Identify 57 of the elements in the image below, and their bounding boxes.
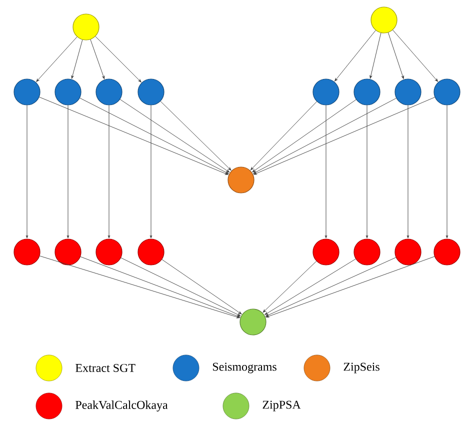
arrow bbox=[26, 105, 28, 238]
arrow bbox=[262, 260, 317, 313]
task-circle bbox=[138, 238, 164, 266]
task-circle bbox=[14, 238, 40, 266]
arrow bbox=[66, 105, 70, 238]
arrow bbox=[95, 36, 142, 82]
arrow bbox=[366, 105, 368, 238]
task-circle bbox=[394, 238, 422, 266]
arrow bbox=[108, 105, 110, 238]
task-circle bbox=[54, 78, 82, 106]
task-circle bbox=[312, 238, 340, 266]
task-circle bbox=[312, 78, 340, 106]
legend-label: Seismograms bbox=[213, 362, 276, 374]
arrow bbox=[392, 30, 438, 82]
arrow bbox=[324, 105, 328, 238]
arrow bbox=[370, 32, 382, 79]
task-circle bbox=[394, 78, 422, 106]
arrow bbox=[406, 105, 410, 238]
arrow bbox=[162, 259, 242, 314]
task-circle bbox=[434, 238, 460, 266]
arrow bbox=[120, 258, 241, 316]
arrow bbox=[39, 96, 228, 175]
arrow bbox=[150, 105, 152, 238]
arrow bbox=[252, 99, 356, 172]
arrow bbox=[253, 98, 396, 174]
arrow bbox=[250, 101, 318, 170]
arrow bbox=[90, 39, 105, 80]
task-circle bbox=[240, 308, 266, 336]
task-circle bbox=[228, 166, 254, 194]
task-circle bbox=[354, 78, 380, 106]
legend-label: PeakValCalcOkaya bbox=[76, 400, 168, 412]
task-circle bbox=[14, 78, 40, 106]
task-circle bbox=[96, 78, 122, 106]
arrow bbox=[39, 256, 240, 318]
arrow bbox=[160, 101, 232, 170]
arrow bbox=[266, 257, 396, 316]
task-circle bbox=[138, 78, 164, 106]
arrow bbox=[36, 36, 78, 82]
legend-label: Extract SGT bbox=[76, 364, 136, 372]
task-circle bbox=[354, 238, 380, 266]
arrow bbox=[446, 105, 448, 238]
task-circle bbox=[434, 78, 460, 106]
arrow bbox=[266, 256, 435, 318]
arrow bbox=[388, 32, 404, 79]
task-circle bbox=[54, 238, 82, 266]
legend-label: ZipPSA bbox=[262, 400, 301, 412]
task-circle bbox=[72, 14, 100, 40]
arrow bbox=[264, 258, 356, 315]
arrow bbox=[334, 30, 376, 82]
legend-label: ZipSeis bbox=[344, 362, 380, 374]
arrow bbox=[80, 98, 229, 174]
task-circle bbox=[96, 238, 122, 266]
arrow bbox=[254, 96, 436, 175]
arrow bbox=[120, 99, 230, 172]
task-circle bbox=[370, 6, 398, 34]
arrow bbox=[71, 40, 83, 79]
arrow bbox=[80, 256, 240, 318]
